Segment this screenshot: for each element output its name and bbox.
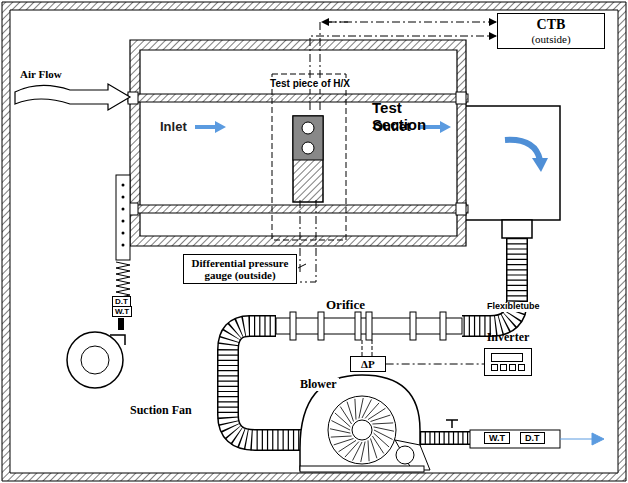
inverter-key bbox=[509, 364, 516, 371]
pressure-gauge-box: Differential pressure gauge (outside) bbox=[183, 254, 297, 284]
part-label: Flexibletube bbox=[485, 302, 542, 312]
inverter-key bbox=[518, 364, 525, 371]
delta-p-box: ΔP bbox=[350, 356, 386, 372]
dry-bulb-box: D.T bbox=[520, 432, 545, 444]
wet-bulb-box: W.T bbox=[484, 432, 510, 444]
node-title: W.T bbox=[115, 307, 129, 316]
inverter-unit bbox=[484, 348, 532, 376]
node-title: D.T bbox=[115, 297, 128, 306]
node-title: W.T bbox=[489, 433, 505, 443]
part-label: Test piece of H/X bbox=[268, 78, 352, 89]
inverter-key bbox=[500, 364, 507, 371]
inlet-label: Inlet bbox=[160, 120, 187, 134]
part-label: Orifice bbox=[326, 298, 365, 312]
part-label: Suction Fan bbox=[130, 404, 192, 417]
node-title: Inverter bbox=[484, 330, 532, 345]
node-title: CTB bbox=[500, 17, 602, 33]
inverter: Inverter bbox=[484, 330, 532, 376]
node-title: ΔP bbox=[361, 358, 375, 370]
ctb-box: CTB(outside) bbox=[497, 13, 605, 49]
flow-label: Air Flow bbox=[20, 68, 62, 80]
part-label: Blower bbox=[298, 378, 339, 391]
outlet-label: Outlet bbox=[373, 120, 411, 134]
node-note: (outside) bbox=[500, 33, 602, 45]
wet-bulb-box: W.T bbox=[112, 306, 132, 317]
node-title: Differential pressure gauge (outside) bbox=[186, 257, 294, 281]
inverter-display bbox=[491, 353, 523, 362]
signal-line bbox=[386, 364, 484, 365]
inverter-key bbox=[491, 364, 498, 371]
node-title: D.T bbox=[525, 433, 540, 443]
